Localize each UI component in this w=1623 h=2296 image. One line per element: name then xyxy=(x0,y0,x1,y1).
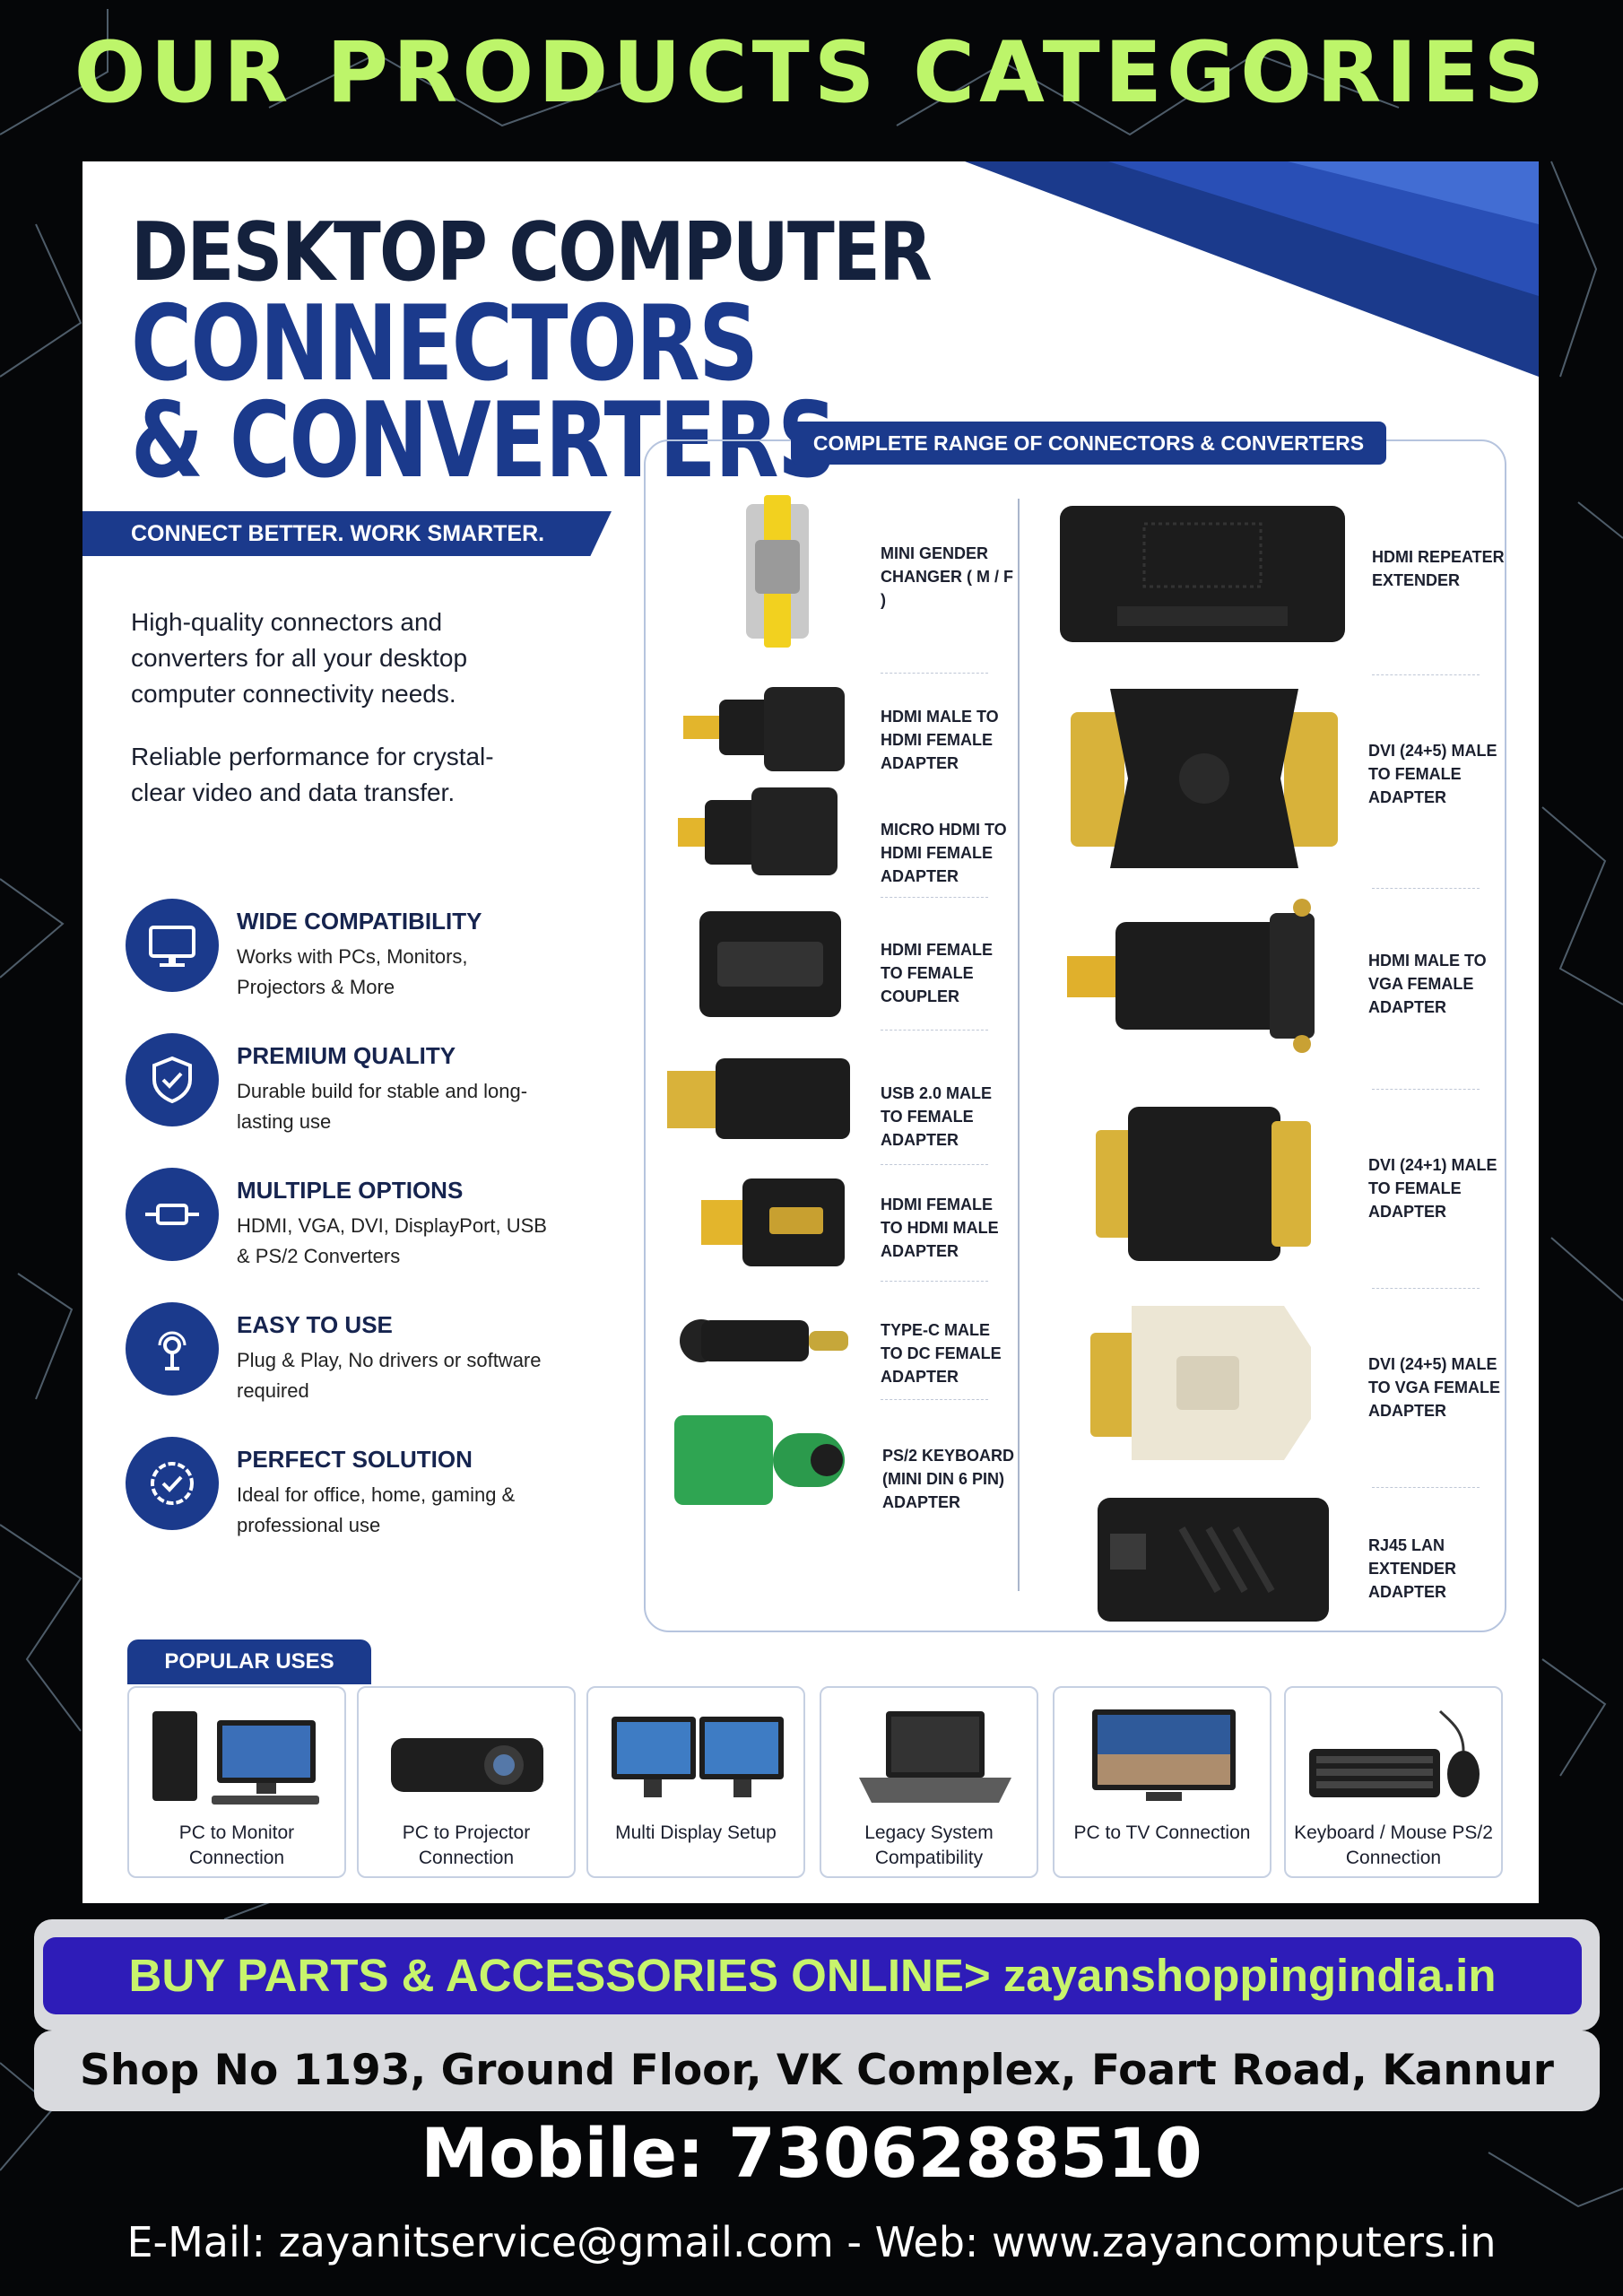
feature-desc: Plug & Play, No drivers or software requ… xyxy=(237,1349,542,1402)
separator xyxy=(1372,674,1480,675)
feature-desc: Works with PCs, Monitors, Projectors & M… xyxy=(237,945,468,998)
rj45-extender-image xyxy=(1098,1498,1329,1622)
range-title: COMPLETE RANGE OF CONNECTORS & CONVERTER… xyxy=(791,422,1386,465)
dvi-adapter-image xyxy=(1071,689,1338,868)
feature-desc: HDMI, VGA, DVI, DisplayPort, USB & PS/2 … xyxy=(237,1214,547,1267)
page-title: OUR PRODUCTS CATEGORIES xyxy=(74,24,1549,122)
separator xyxy=(881,897,988,898)
separator xyxy=(1372,1288,1480,1289)
popular-uses-title: POPULAR USES xyxy=(127,1639,371,1684)
feature-desc: Ideal for office, home, gaming & profess… xyxy=(237,1483,516,1536)
use-legacy-system: Legacy System Compatibility xyxy=(820,1686,1038,1878)
product-label: USB 2.0 MALE TO FEMALE ADAPTER xyxy=(881,1084,993,1149)
separator xyxy=(881,1164,988,1165)
separator xyxy=(1372,888,1480,889)
hdmi-coupler-image xyxy=(699,911,841,1017)
feature-desc: Durable build for stable and long-lastin… xyxy=(237,1080,528,1133)
buy-online-banner: BUY PARTS & ACCESSORIES ONLINE> zayansho… xyxy=(34,1919,1600,2031)
hdmi-repeater-image xyxy=(1060,506,1345,642)
separator xyxy=(881,1399,988,1400)
feature-easy-to-use: EASY TO USE Plug & Play, No drivers or s… xyxy=(126,1302,556,1402)
intro-paragraph-2: Reliable performance for crystal-clear v… xyxy=(131,743,494,806)
feature-title: PERFECT SOLUTION xyxy=(237,1446,473,1473)
cable-icon xyxy=(126,1168,219,1261)
feature-title: MULTIPLE OPTIONS xyxy=(237,1177,464,1204)
use-label: Legacy System Compatibility xyxy=(864,1822,994,1868)
heading-line-1: DESKTOP COMPUTER xyxy=(131,205,933,300)
projector-icon xyxy=(391,1738,543,1792)
product-label: HDMI MALE TO HDMI FEMALE ADAPTER xyxy=(881,708,999,772)
use-label: PC to Monitor Connection xyxy=(178,1822,295,1868)
feature-premium-quality: PREMIUM QUALITY Durable build for stable… xyxy=(126,1033,556,1133)
micro-hdmi-image xyxy=(678,787,838,875)
buy-online-link[interactable]: BUY PARTS & ACCESSORIES ONLINE> zayansho… xyxy=(43,1937,1582,2014)
use-multi-display: Multi Display Setup xyxy=(586,1686,805,1878)
feature-title: WIDE COMPATIBILITY xyxy=(237,908,482,935)
product-label: HDMI FEMALE TO FEMALE COUPLER xyxy=(881,941,993,1005)
mobile-number: Mobile: 7306288510 xyxy=(421,2113,1202,2193)
use-pc-to-projector: PC to Projector Connection xyxy=(357,1686,576,1878)
product-label: DVI (24+1) MALE TO FEMALE ADAPTER xyxy=(1368,1156,1497,1221)
email-web-info: E-Mail: zayanitservice@gmail.com - Web: … xyxy=(126,2218,1497,2266)
product-poster: DESKTOP COMPUTER CONNECTORS & CONVERTERS… xyxy=(82,161,1539,1903)
tagline-banner: CONNECT BETTER. WORK SMARTER. xyxy=(82,511,612,556)
heading-line-2: CONNECTORS xyxy=(131,283,759,404)
intro-paragraph-1: High-quality connectors and converters f… xyxy=(131,608,468,708)
product-label: PS/2 KEYBOARD (MINI DIN 6 PIN) ADAPTER xyxy=(882,1447,1015,1511)
use-keyboard-mouse: Keyboard / Mouse PS/2 Connection xyxy=(1284,1686,1503,1878)
feature-perfect-solution: PERFECT SOLUTION Ideal for office, home,… xyxy=(126,1437,556,1536)
corner-decoration xyxy=(965,161,1539,377)
use-pc-to-monitor: PC to Monitor Connection xyxy=(127,1686,346,1878)
use-label: PC to TV Connection xyxy=(1073,1822,1251,1843)
column-divider xyxy=(1018,499,1020,1591)
shop-address: Shop No 1193, Ground Floor, VK Complex, … xyxy=(34,2031,1600,2111)
feature-multiple-options: MULTIPLE OPTIONS HDMI, VGA, DVI, Display… xyxy=(126,1168,556,1267)
separator xyxy=(881,1281,988,1282)
feature-wide-compatibility: WIDE COMPATIBILITY Works with PCs, Monit… xyxy=(126,899,556,998)
product-label: DVI (24+5) MALE TO FEMALE ADAPTER xyxy=(1368,742,1497,806)
shield-check-icon xyxy=(126,1033,219,1126)
tv-icon xyxy=(1092,1709,1236,1801)
separator xyxy=(881,1030,988,1031)
laptop-icon xyxy=(859,1711,1011,1803)
usb-adapter-image xyxy=(667,1058,850,1139)
ps2-adapter-image xyxy=(674,1415,845,1505)
hdmi-vga-image xyxy=(1067,899,1315,1053)
hdmi-adapter-image xyxy=(683,687,845,771)
feature-title: PREMIUM QUALITY xyxy=(237,1042,456,1069)
product-label: MINI GENDER CHANGER ( M / F ) xyxy=(881,544,1013,609)
hdmi-female-male-image xyxy=(701,1178,845,1266)
monitor-icon xyxy=(126,899,219,992)
separator xyxy=(1372,1089,1480,1090)
dvi-vga-image xyxy=(1090,1306,1311,1460)
use-label: PC to Projector Connection xyxy=(402,1822,531,1868)
type-c-adapter-image xyxy=(680,1319,848,1362)
gender-changer-image xyxy=(746,495,809,648)
touch-icon xyxy=(126,1302,219,1396)
product-label: RJ45 LAN EXTENDER ADAPTER xyxy=(1368,1536,1457,1601)
intro-text: High-quality connectors and converters f… xyxy=(131,604,543,838)
separator xyxy=(1372,1487,1480,1488)
product-label: HDMI MALE TO VGA FEMALE ADAPTER xyxy=(1368,952,1487,1016)
product-label: HDMI REPEATER EXTENDER xyxy=(1372,548,1505,589)
product-label: MICRO HDMI TO HDMI FEMALE ADAPTER xyxy=(881,821,1007,885)
product-label: HDMI FEMALE TO HDMI MALE ADAPTER xyxy=(881,1196,999,1260)
dvi-241-image xyxy=(1096,1107,1311,1261)
dual-monitor-icon xyxy=(612,1717,784,1797)
use-label: Keyboard / Mouse PS/2 Connection xyxy=(1294,1822,1493,1868)
badge-check-icon xyxy=(126,1437,219,1530)
product-label: DVI (24+5) MALE TO VGA FEMALE ADAPTER xyxy=(1368,1355,1501,1420)
pc-monitor-icon xyxy=(152,1711,319,1805)
use-pc-to-tv: PC to TV Connection xyxy=(1053,1686,1271,1878)
keyboard-mouse-icon xyxy=(1309,1709,1480,1797)
use-label: Multi Display Setup xyxy=(615,1822,777,1843)
product-label: TYPE-C MALE TO DC FEMALE ADAPTER xyxy=(881,1321,1002,1386)
separator xyxy=(881,673,988,674)
feature-title: EASY TO USE xyxy=(237,1311,393,1338)
